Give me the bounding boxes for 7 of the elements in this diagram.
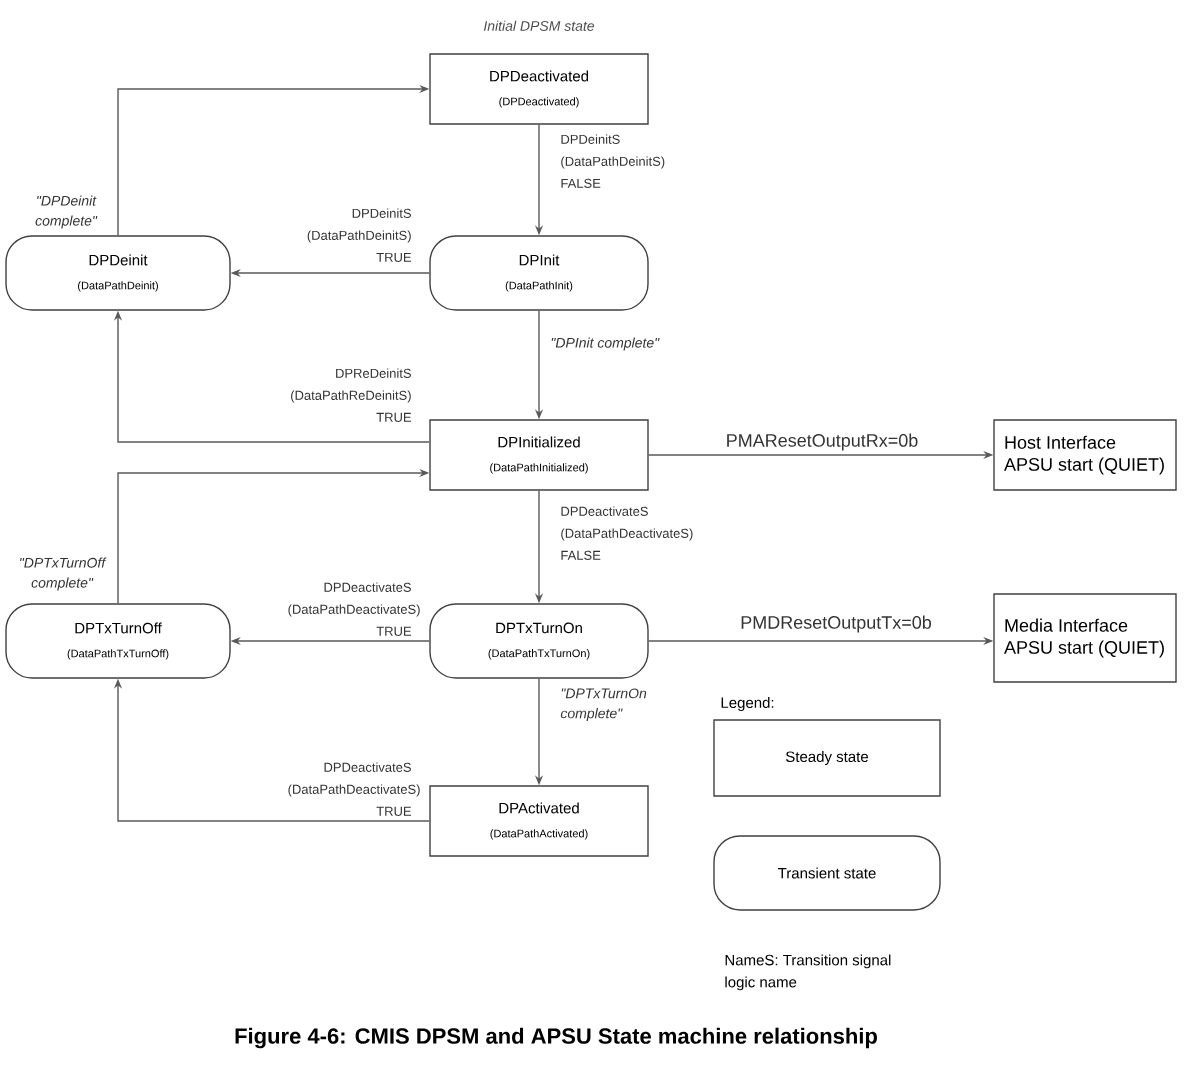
edge-label: PMAResetOutputRx=0b <box>727 433 918 451</box>
node-text: Media Interface APSU start (QUIET) <box>1004 618 1164 658</box>
node-text: Host Interface APSU start (QUIET) <box>1004 435 1164 475</box>
interface-box <box>993 593 1177 683</box>
edge-label: PMDResetOutputTx=0b <box>741 615 931 633</box>
interface-box <box>993 419 1177 491</box>
caption: Figure 4-6: CMIS DPSM and APSU State machine relationship <box>235 1027 877 1049</box>
